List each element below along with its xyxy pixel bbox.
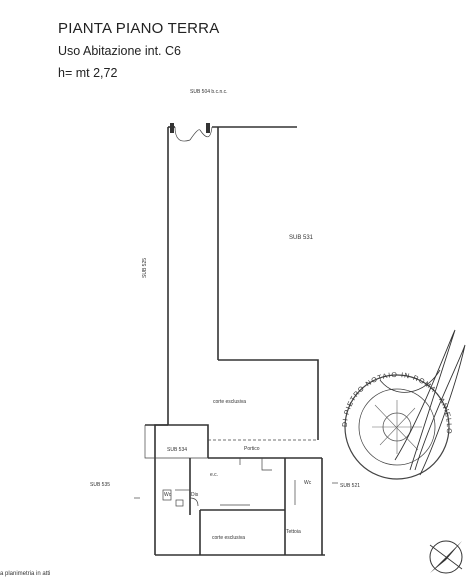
ceiling-height: h= mt 2,72: [58, 66, 118, 80]
label-ec: e.c.: [210, 472, 218, 478]
label-wc-right: Wc: [304, 480, 312, 486]
label-sub-521: SUB 521: [340, 483, 360, 489]
plan-walls: [134, 123, 338, 556]
label-sub-504: SUB 504 b.c.n.c.: [190, 89, 228, 95]
north-arrow-icon: [429, 540, 463, 574]
notary-stamp: DI PIETRO NOTAIO IN ROMA · ANIELLO: [342, 372, 451, 480]
footnote: a planimetria in atti: [0, 571, 51, 577]
label-tettoia: Tettoia: [286, 529, 301, 535]
label-sub-525: SUB 525: [142, 258, 148, 278]
label-sub-535: SUB 535: [90, 482, 110, 488]
label-portico: Portico: [244, 446, 260, 452]
label-sub-531: SUB 531: [289, 235, 314, 241]
label-dis: Dis: [191, 492, 199, 498]
label-sub-534: SUB 534: [167, 447, 187, 453]
label-corte-esclusiva-upper: corte esclusiva: [213, 399, 246, 405]
label-wc-left: Wc: [164, 492, 172, 498]
plan-title: PIANTA PIANO TERRA: [58, 20, 220, 37]
signature: [379, 329, 466, 476]
plan-subtitle: Uso Abitazione int. C6: [58, 44, 181, 58]
label-corte-esclusiva-lower: corte esclusiva: [212, 535, 245, 541]
